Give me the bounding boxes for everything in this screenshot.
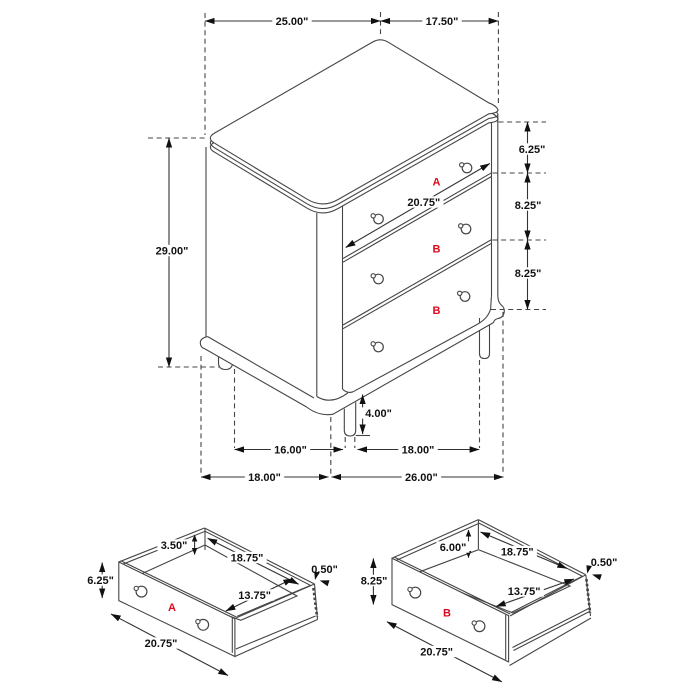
svg-text:17.50": 17.50" — [426, 16, 459, 28]
svg-text:18.75": 18.75" — [501, 546, 534, 558]
svg-text:A: A — [433, 176, 441, 188]
svg-text:0.50": 0.50" — [591, 557, 618, 569]
svg-text:26.00": 26.00" — [405, 472, 438, 484]
svg-text:8.25": 8.25" — [515, 200, 542, 212]
svg-text:6.25": 6.25" — [519, 144, 546, 156]
svg-text:20.75": 20.75" — [145, 638, 178, 650]
svg-text:25.00": 25.00" — [276, 16, 309, 28]
svg-text:B: B — [433, 243, 441, 255]
svg-text:6.25": 6.25" — [87, 575, 114, 587]
svg-text:16.00": 16.00" — [274, 444, 307, 456]
svg-text:13.75": 13.75" — [238, 590, 271, 602]
svg-text:29.00": 29.00" — [156, 245, 189, 257]
svg-text:3.50": 3.50" — [161, 540, 188, 552]
svg-text:A: A — [168, 602, 176, 614]
svg-text:13.75": 13.75" — [508, 586, 541, 598]
svg-text:8.25": 8.25" — [515, 268, 542, 280]
svg-text:20.75": 20.75" — [407, 197, 440, 209]
svg-text:18.00": 18.00" — [248, 472, 281, 484]
svg-text:18.00": 18.00" — [402, 444, 435, 456]
svg-text:B: B — [443, 607, 451, 619]
svg-text:6.00": 6.00" — [440, 542, 467, 554]
svg-text:4.00": 4.00" — [365, 408, 392, 420]
svg-text:8.25": 8.25" — [361, 575, 388, 587]
svg-text:B: B — [433, 305, 441, 317]
svg-text:20.75": 20.75" — [420, 646, 453, 658]
svg-text:18.75": 18.75" — [231, 552, 264, 564]
